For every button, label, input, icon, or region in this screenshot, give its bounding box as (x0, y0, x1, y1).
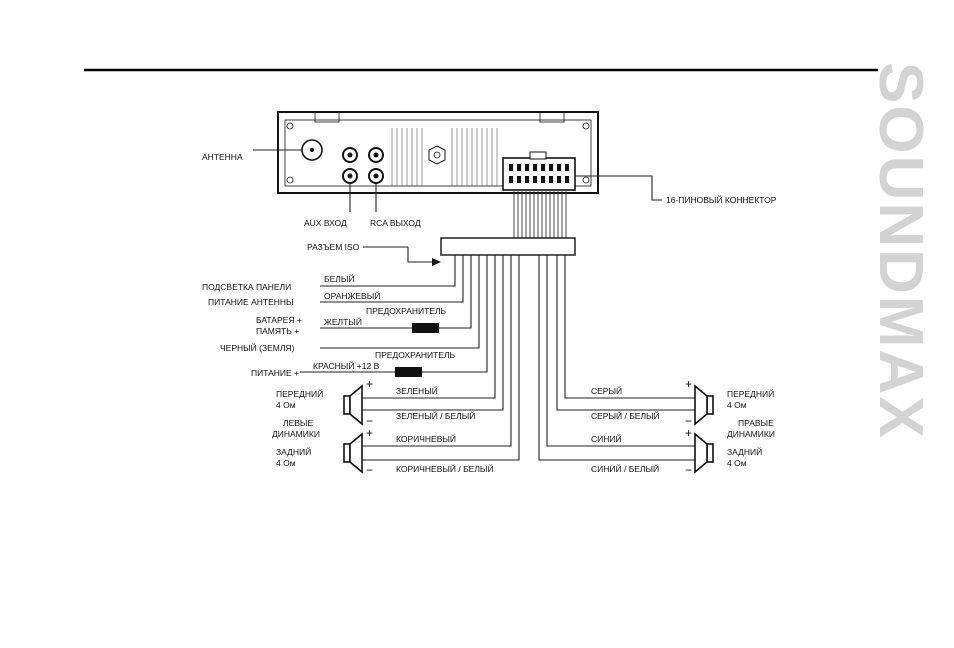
fuse-2 (395, 367, 422, 377)
wire-gray: СЕРЫЙ (591, 385, 622, 396)
rear-right-label-2: 4 Ом (727, 458, 747, 468)
minus-rl: − (366, 463, 373, 477)
rear-right-label-1: ЗАДНИЙ (727, 446, 762, 457)
plus-fr: + (685, 377, 692, 391)
aux-in-label: AUX ВХОД (304, 218, 347, 228)
plus-fl: + (366, 377, 373, 391)
minus-fl: − (366, 414, 373, 428)
speaker-rear-left (343, 432, 363, 474)
power-wires (300, 255, 488, 377)
power-plus-label: ПИТАНИЕ + (251, 368, 299, 378)
wire-bundle (513, 190, 567, 238)
antenna-power-label: ПИТАНИЕ АНТЕННЫ (208, 297, 294, 307)
left-speaker-wires (362, 255, 520, 461)
iso-arrow-head (432, 258, 441, 266)
panel-light-label: ПОДСВЕТКА ПАНЕЛИ (202, 282, 291, 292)
antenna-label: АНТЕННА (202, 152, 243, 162)
battery-label-1: БАТАРЕЯ + (256, 315, 302, 325)
wire-red: КРАСНЫЙ +12 В (313, 360, 380, 371)
minus-fr: − (685, 414, 692, 428)
wire-yellow: ЖЕЛТЫЙ (324, 316, 362, 327)
rca-out-jacks (368, 147, 384, 184)
ground-label: ЧЕРНЫЙ (ЗЕМЛЯ) (220, 342, 295, 353)
iso-label: РАЗЪЕМ ISO (307, 242, 360, 252)
rca-out-label: RCA ВЫХОД (370, 218, 421, 228)
front-left-label-2: 4 Ом (276, 400, 296, 410)
right-speaker-wires (538, 255, 695, 461)
speaker-rear-right (694, 432, 714, 474)
wire-brown-white: КОРИЧНЕВЫЙ / БЕЛЫЙ (396, 463, 494, 474)
connector-16pin (502, 151, 576, 191)
head-unit-back-panel (277, 111, 599, 194)
speaker-front-left (343, 384, 363, 426)
rear-left-label-2: 4 Ом (276, 458, 296, 468)
right-speakers-label-2: ДИНАМИКИ (727, 429, 775, 439)
brand-logo: SOUNDMAX (866, 62, 935, 440)
wire-blue-white: СИНИЙ / БЕЛЫЙ (591, 463, 659, 474)
wire-white: БЕЛЫЙ (324, 273, 354, 284)
fuse2-label: ПРЕДОХРАНИТЕЛЬ (375, 350, 456, 360)
battery-label-2: ПАМЯТЬ + (256, 326, 299, 336)
connector-label: 16-ПИНОВЫЙ КОННЕКТОР (666, 194, 777, 205)
wire-green: ЗЕЛЕНЫЙ (396, 385, 438, 396)
wire-green-white: ЗЕЛЕНЫЙ / БЕЛЫЙ (396, 410, 475, 421)
right-speakers-label-1: ПРАВЫЕ (738, 418, 774, 428)
wire-gray-white: СЕРЫЙ / БЕЛЫЙ (591, 410, 660, 421)
aux-in-jacks (342, 147, 358, 184)
rear-left-label-1: ЗАДНИЙ (276, 446, 311, 457)
iso-socket (440, 237, 576, 256)
speaker-front-right (694, 384, 714, 426)
plus-rr: + (685, 426, 692, 440)
front-right-label-1: ПЕРЕДНИЙ (727, 388, 774, 399)
minus-rr: − (685, 463, 692, 477)
front-left-label-1: ПЕРЕДНИЙ (276, 388, 323, 399)
left-speakers-label-1: ЛЕВЫЕ (283, 418, 313, 428)
mounting-bolt (428, 145, 446, 165)
fuse-1 (412, 323, 439, 333)
iso-arrow-line (407, 247, 436, 263)
left-speakers-label-2: ДИНАМИКИ (272, 429, 320, 439)
wire-brown: КОРИЧНЕВЫЙ (396, 433, 456, 444)
plus-rl: + (366, 426, 373, 440)
connector-leader (575, 175, 662, 201)
wire-blue: СИНИЙ (591, 433, 622, 444)
front-right-label-2: 4 Ом (727, 400, 747, 410)
wire-orange: ОРАНЖЕВЫЙ (324, 290, 380, 301)
fuse1-label: ПРЕДОХРАНИТЕЛЬ (366, 306, 447, 316)
